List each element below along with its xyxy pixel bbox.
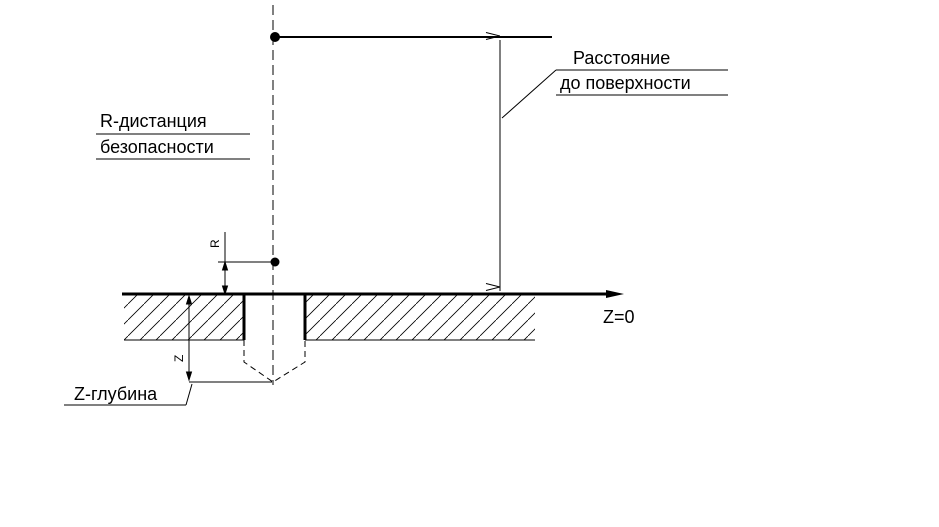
- surface-distance-label-1: Расстояние: [573, 48, 670, 68]
- surface-axis: [122, 290, 624, 298]
- safety-distance-label-1: R-дистанция: [100, 111, 207, 131]
- r-dimension-label: R: [208, 239, 222, 248]
- workpiece: [124, 294, 535, 341]
- safety-distance-label-2: безопасности: [100, 137, 214, 157]
- surface-arrow: [606, 290, 624, 298]
- hole-hidden-lines: [243, 340, 306, 383]
- r-dimension: [218, 232, 272, 296]
- z-depth-leader: [185, 383, 193, 406]
- safety-distance-underlines: [96, 133, 250, 160]
- workpiece-hatch-left: [124, 294, 244, 340]
- z-dimension: [185, 294, 272, 383]
- surface-distance-dimension: [500, 40, 728, 291]
- z-zero-label: Z=0: [603, 307, 635, 327]
- workpiece-hatch-right: [305, 294, 535, 340]
- z-depth-label: Z-глубина: [74, 384, 158, 404]
- r-plane-point: [270, 257, 280, 267]
- surface-distance-leader: [501, 69, 557, 119]
- surface-distance-label-2: до поверхности: [560, 73, 691, 93]
- z-dimension-label: Z: [172, 355, 186, 362]
